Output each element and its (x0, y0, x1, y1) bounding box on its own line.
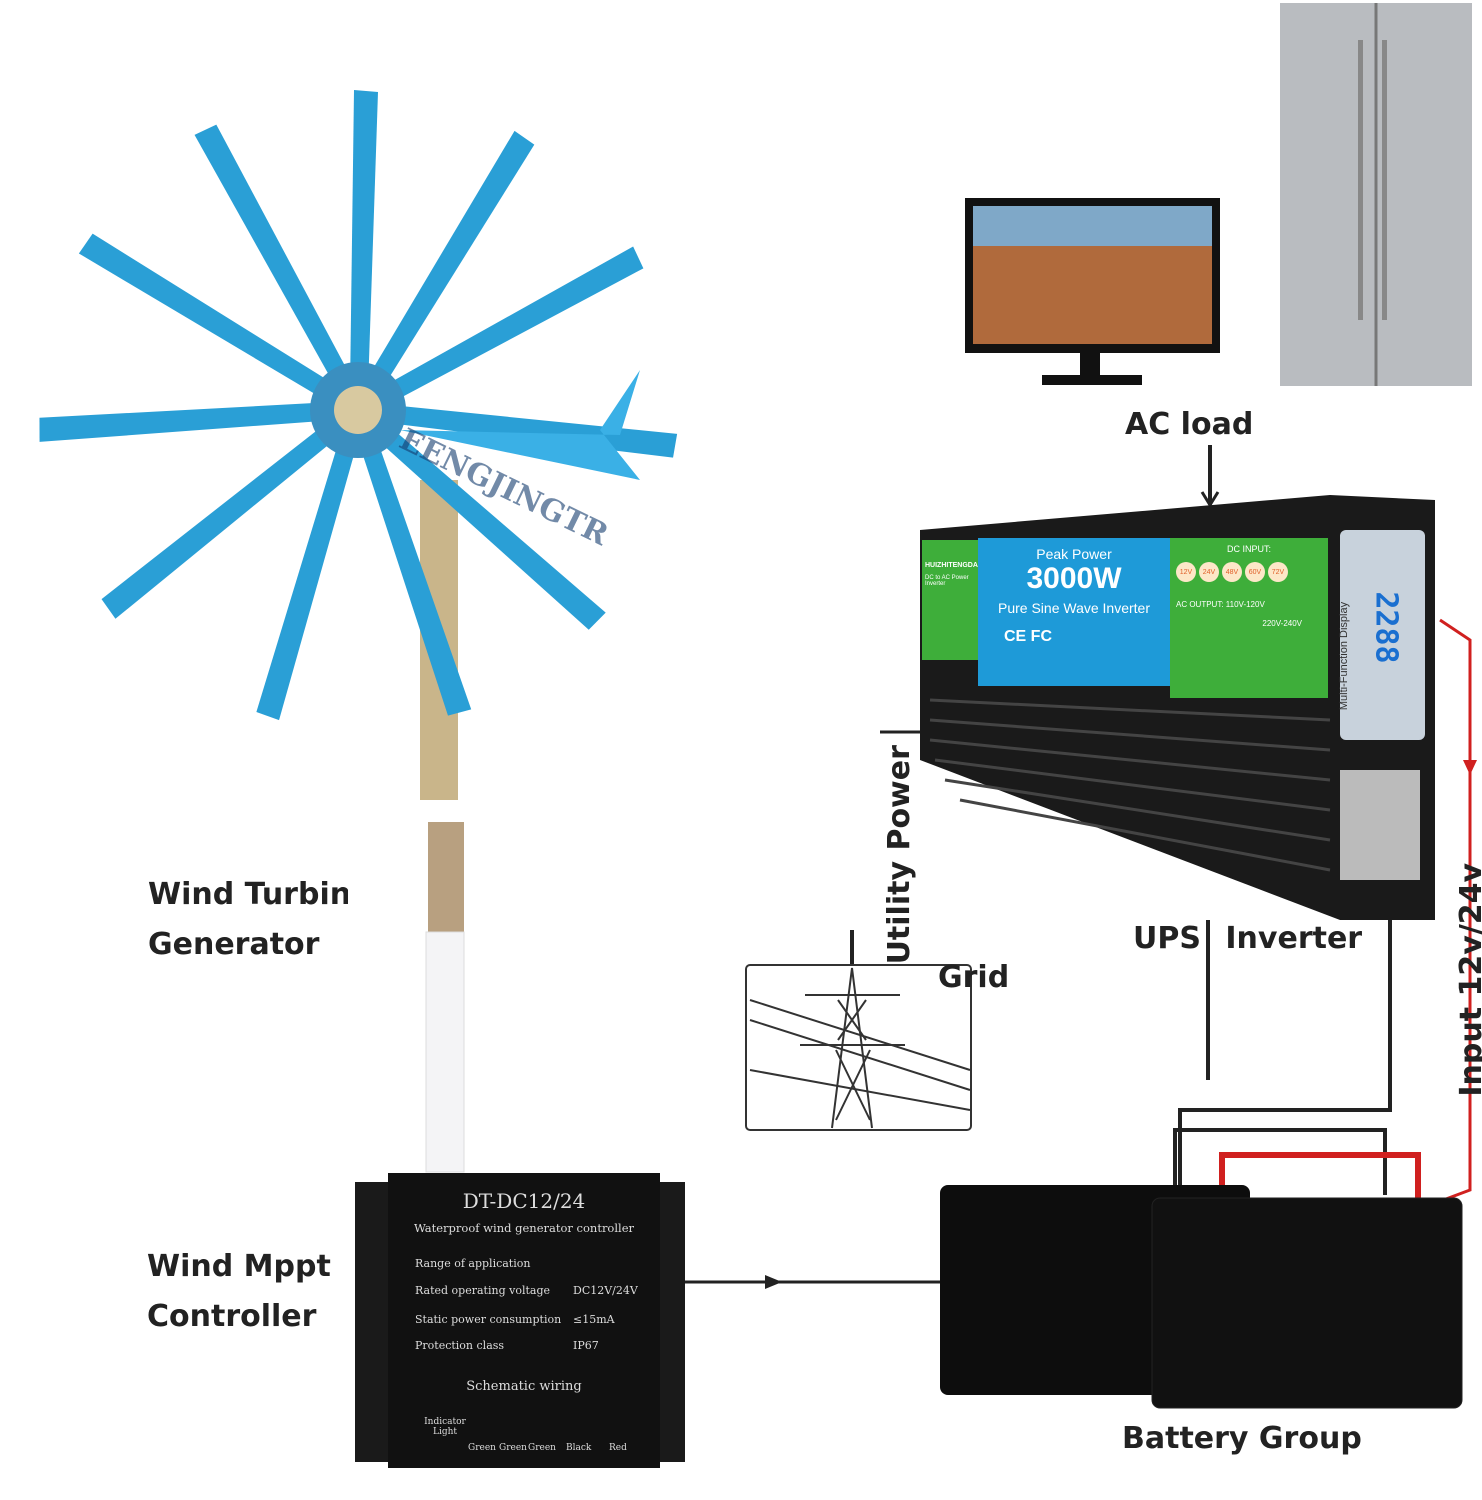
power-rating: 3000W (1026, 562, 1122, 595)
battery-2 (1151, 1197, 1463, 1409)
spec-value: DC12V/24V (573, 1284, 638, 1297)
indicator-label: Indicator Light (424, 1417, 466, 1437)
ac-output-label: AC OUTPUT: (1176, 600, 1224, 609)
inverter-brand-panel: HUIZHITENGDA DC to AC Power Inverter (922, 540, 978, 660)
inverter-power-panel: Peak Power 3000W Pure Sine Wave Inverter… (978, 538, 1170, 686)
inverter-type: Pure Sine Wave Inverter (998, 600, 1150, 616)
dc-input-12v: 12V (1176, 562, 1196, 582)
pole-lower (428, 822, 464, 932)
spec-value: ≤15mA (573, 1313, 615, 1326)
spec-value: IP67 (573, 1339, 599, 1352)
controller-text-2: Controller (147, 1298, 317, 1334)
terminal-black: Black (566, 1443, 592, 1453)
dc-input-60v: 60V (1245, 562, 1265, 582)
range-label: Range of application (415, 1257, 531, 1270)
dc-input-48v: 48V (1222, 562, 1242, 582)
utility-power-label: Utility Power (881, 745, 917, 965)
spec-name: Rated operating voltage (415, 1284, 550, 1297)
power-tower-icon (749, 967, 971, 1129)
terminal-green-3: Green (528, 1443, 556, 1453)
red-wire (1219, 1152, 1421, 1205)
input-voltage-label: Input 12v/24v (1454, 862, 1482, 1097)
wiring-title: Schematic wiring (466, 1379, 582, 1394)
dc-input-72v: 72V (1268, 562, 1288, 582)
dc-input-24v: 24V (1199, 562, 1219, 582)
ac-output-110: 110V-120V (1225, 600, 1265, 609)
wind-turbine-text-2: Generator (148, 926, 320, 962)
inverter-brand-sub: DC to AC Power Inverter (925, 575, 969, 587)
dc-input-label: DC INPUT: (1226, 544, 1271, 554)
controller-subtitle: Waterproof wind generator controller (413, 1221, 635, 1235)
pole-white (425, 931, 465, 1173)
ac-output-220: 220V-240V (1262, 619, 1302, 628)
terminal-red: Red (609, 1443, 627, 1453)
display-readout: 2288 (1368, 591, 1404, 664)
turbine-blades-icon (37, 90, 678, 722)
inverter-battery-wire (1178, 900, 1392, 1190)
spec-name: Static power consumption (415, 1313, 562, 1326)
turbine-tail (400, 370, 640, 480)
ac-load-label: AC load (1125, 407, 1254, 442)
terminal-green-2: Green (499, 1443, 527, 1453)
wind-turbine-text: Wind Turbin (148, 877, 348, 912)
battery-group-label: Battery Group (1122, 1421, 1362, 1456)
peak-power-label: Peak Power (1036, 546, 1112, 562)
ac-socket-icon (1340, 770, 1420, 880)
display-panel (1340, 530, 1425, 740)
spec-name: Protection class (415, 1339, 505, 1352)
ac-load-arrow (1200, 491, 1220, 508)
grid-label: Grid (938, 960, 1010, 995)
display-label: Multi-Function Display (1338, 601, 1351, 711)
grid-box (745, 964, 972, 1131)
controller-text: Wind Mppt (147, 1249, 331, 1284)
inverter-io-panel: DC INPUT: 12V 24V 48V 60V 72V AC OUTPUT:… (1170, 538, 1328, 698)
inverter-brand: HUIZHITENGDA (925, 562, 978, 569)
controller-model: DT-DC12/24 (462, 1189, 586, 1213)
terminal-green-1: Green (468, 1443, 496, 1453)
ups-inverter-label: UPS Inverter (1133, 921, 1363, 956)
wind-controller: DT-DC12/24 Waterproof wind generator con… (388, 1173, 660, 1468)
certifications: CE FC (1004, 628, 1052, 645)
